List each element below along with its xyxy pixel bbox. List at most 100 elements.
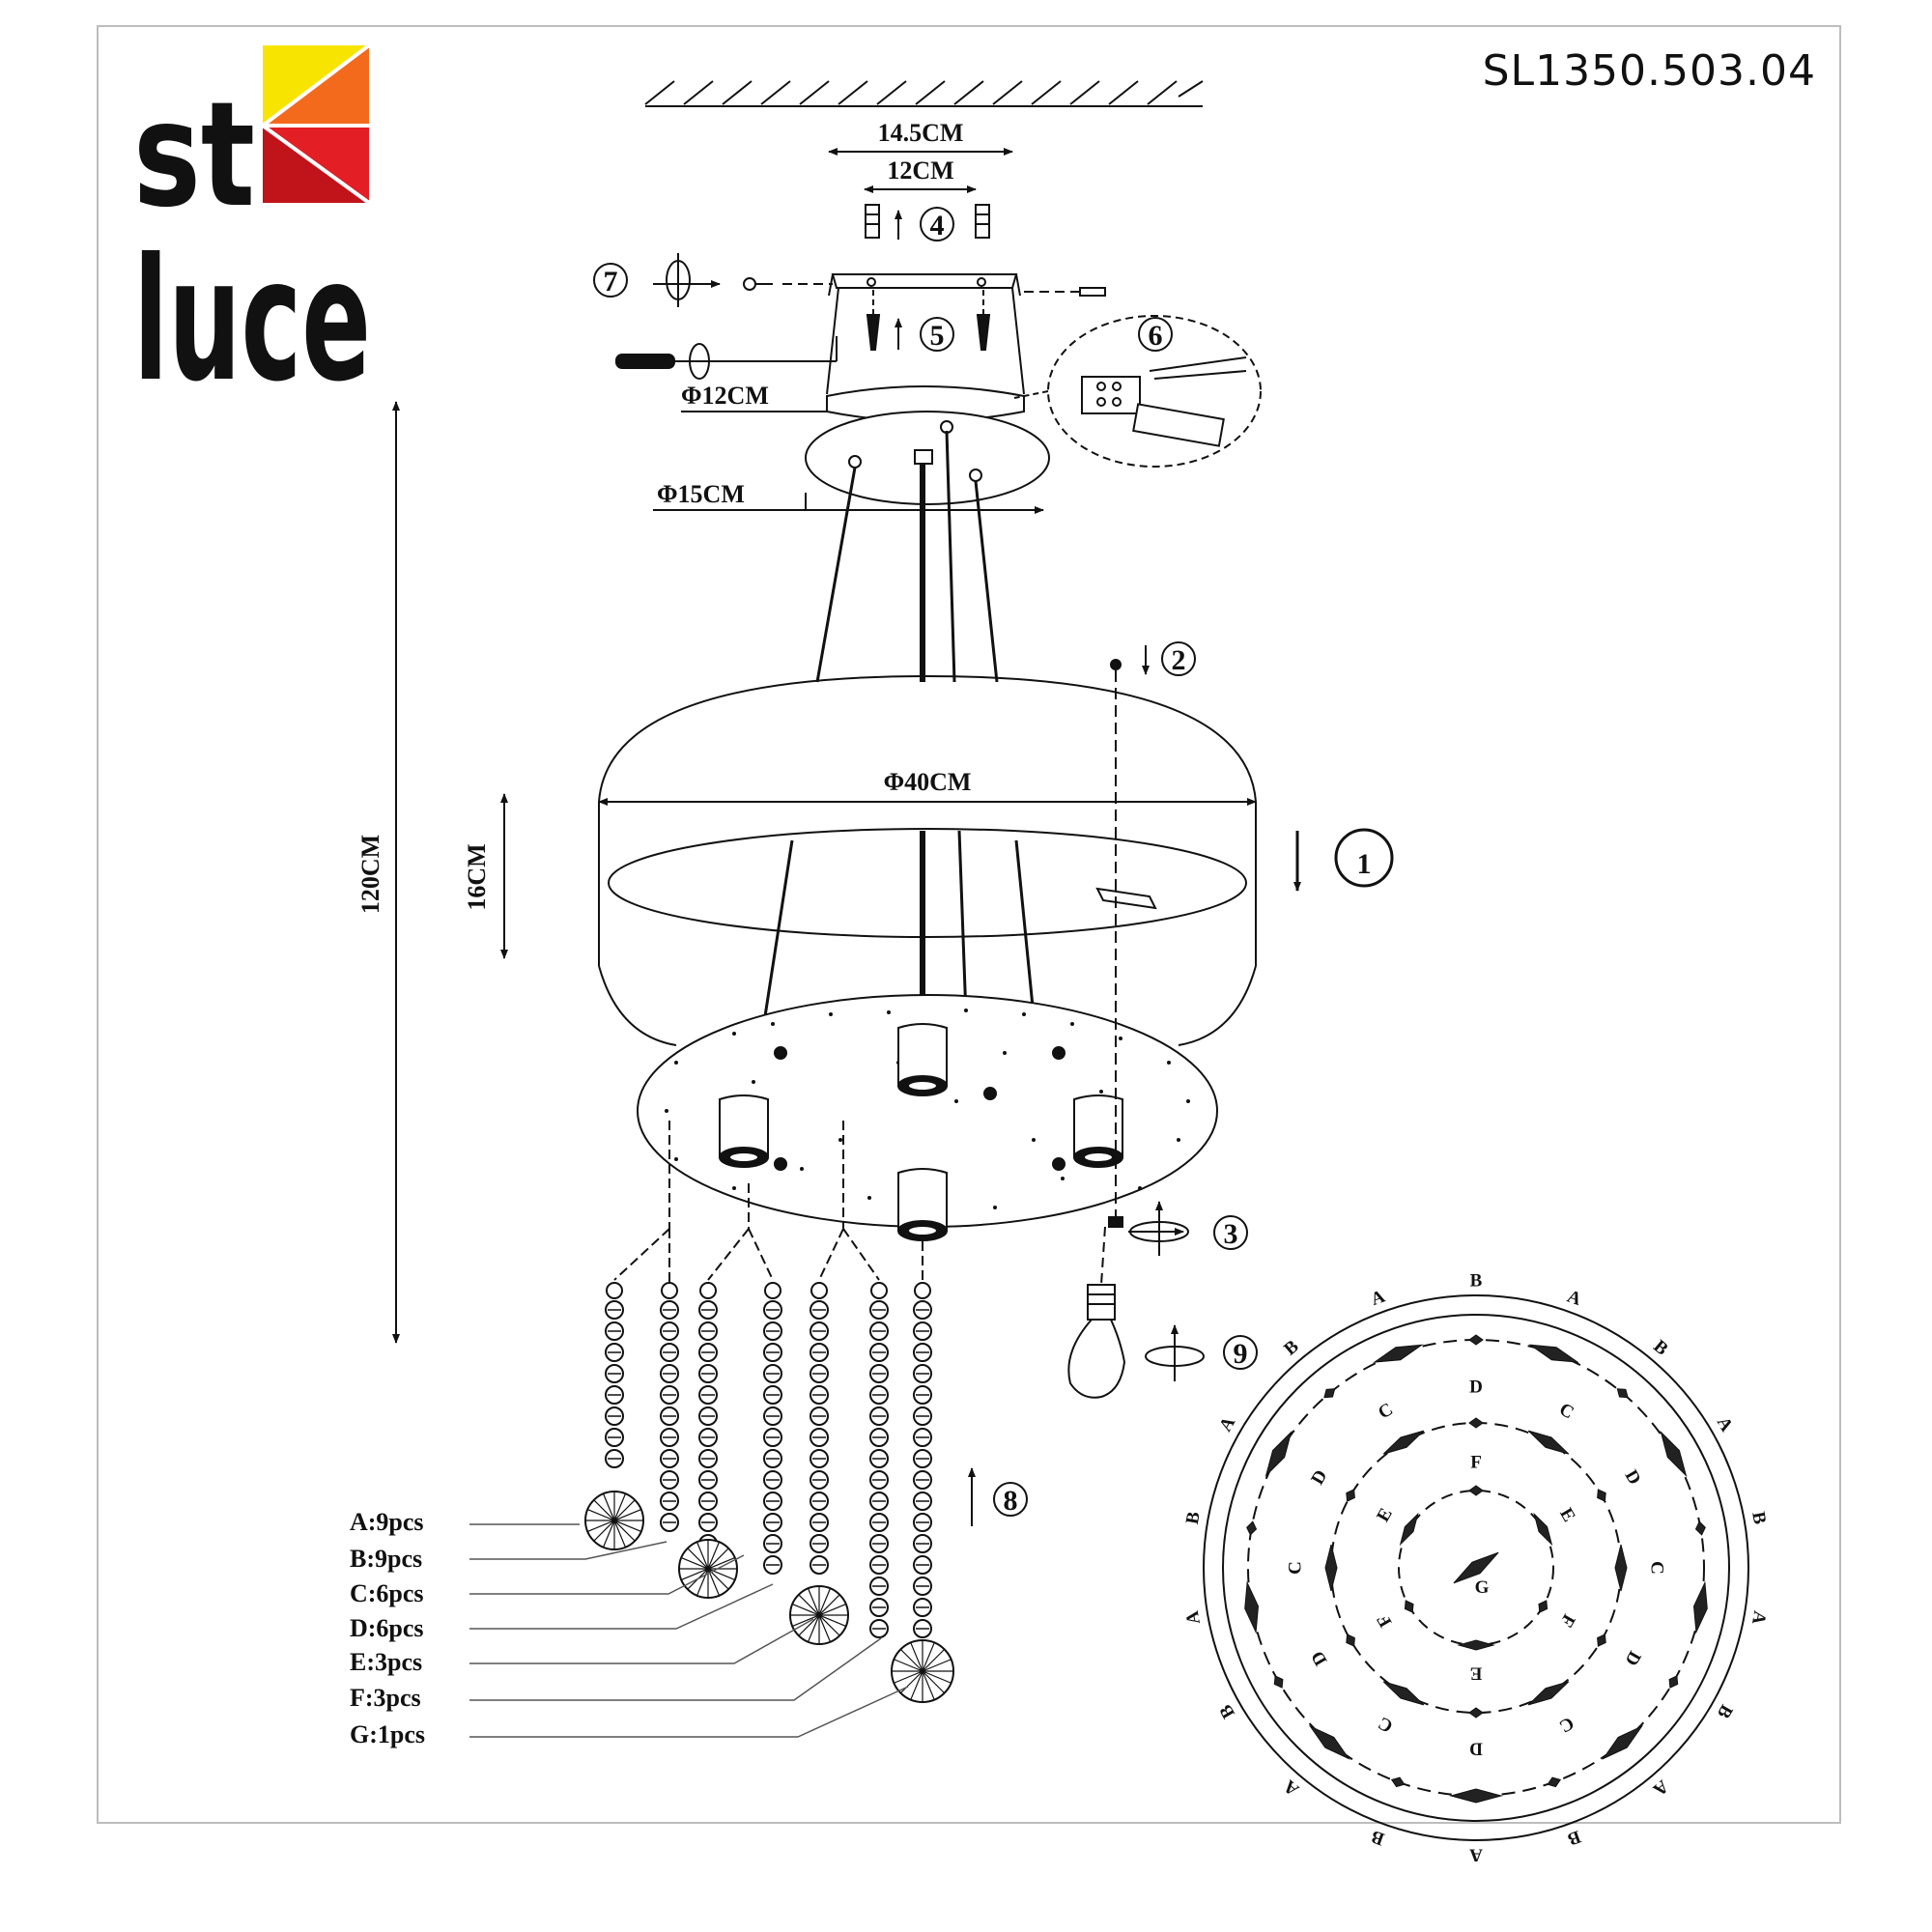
ring-center-letter: G <box>1475 1577 1490 1598</box>
svg-text:8: 8 <box>1004 1485 1018 1517</box>
side-screws <box>653 277 1106 297</box>
step-markers: 1 2 3 4 5 6 7 8 9 <box>593 207 1394 1517</box>
top-view-crystal <box>1694 1520 1706 1536</box>
screwdriver-icon <box>615 336 838 380</box>
parts-list: A:9pcs B:9pcs C:6pcs D:6pcs E:3pcs F:3pc… <box>350 1508 425 1748</box>
top-view-crystal <box>1346 1489 1355 1502</box>
ring-letter: E <box>1555 1505 1579 1525</box>
ring-letter: C <box>1555 1713 1577 1737</box>
step-6: 6 <box>1138 317 1173 352</box>
svg-text:4: 4 <box>930 210 945 242</box>
step-2: 2 <box>1161 641 1196 676</box>
bulb-holder <box>1073 1094 1123 1168</box>
ring-letter: A <box>1182 1609 1205 1626</box>
ring-letter: C <box>1375 1713 1396 1737</box>
top-view-crystal <box>1382 1681 1425 1706</box>
canopy <box>805 411 1050 505</box>
brand-logo-bottom: luce <box>133 223 371 419</box>
strand-hook <box>870 1282 888 1299</box>
ring-letter: D <box>1621 1466 1645 1488</box>
screw-2 <box>1110 659 1122 1227</box>
top-view-crystal <box>1527 1430 1570 1455</box>
mounting-bracket <box>828 273 1021 297</box>
ring-letter: A <box>1565 1287 1584 1311</box>
ring-letter: D <box>1307 1466 1331 1488</box>
svg-text:9: 9 <box>1234 1338 1248 1370</box>
plate-holes <box>774 1046 1065 1171</box>
strand-hook <box>661 1282 678 1299</box>
ring-letter: C <box>1375 1399 1396 1423</box>
ring-letter: F <box>1555 1610 1578 1631</box>
crystal-strand <box>763 1282 782 1575</box>
top-view-crystal <box>1597 1634 1606 1647</box>
plate-dots <box>665 1009 1190 1209</box>
ring-letter: B <box>1649 1336 1671 1359</box>
top-view-crystal <box>1382 1430 1425 1455</box>
top-view-crystal <box>1323 1388 1336 1399</box>
lamp-shade <box>598 674 1257 1046</box>
part-label-e: E:3pcs <box>350 1648 422 1676</box>
candle-bulb <box>1067 1226 1126 1399</box>
model-number: SL1350.503.04 <box>1482 46 1816 96</box>
top-view-crystal <box>1449 1788 1503 1804</box>
ring-letter: B <box>1280 1336 1302 1359</box>
step-7: 7 <box>593 263 628 298</box>
pendant-facet <box>587 1508 641 1533</box>
top-view-crystal <box>1538 1600 1548 1613</box>
crystal-strand <box>789 1282 849 1645</box>
terminal-block-detail <box>1013 315 1262 468</box>
strand-hook <box>699 1282 717 1299</box>
crystal-strand <box>869 1282 889 1638</box>
svg-text:1: 1 <box>1357 848 1372 880</box>
top-view-crystal <box>1616 1388 1629 1399</box>
top-view-crystal <box>1597 1489 1606 1502</box>
ring-letter: F <box>1374 1610 1397 1631</box>
ring-letter: A <box>1368 1287 1387 1311</box>
svg-text:5: 5 <box>930 320 945 352</box>
ring-letter: C <box>1555 1399 1577 1423</box>
step-8: 8 <box>993 1482 1028 1517</box>
ring-letter: E <box>1470 1663 1483 1684</box>
drawing-frame <box>97 25 1841 1824</box>
svg-text:2: 2 <box>1172 644 1186 676</box>
parts-leaders <box>469 1523 909 1738</box>
dim-shade-diameter: Φ40CM <box>884 768 972 796</box>
nut-3 <box>1108 1201 1189 1256</box>
top-view-crystal <box>1614 1544 1628 1592</box>
ring-letter: B <box>1747 1510 1770 1525</box>
step-4: 4 <box>920 207 954 242</box>
ring-letter: D <box>1469 1377 1483 1397</box>
brand-logo: st luce <box>133 43 371 419</box>
ring-letter: B <box>1182 1510 1205 1525</box>
top-view-crystal <box>1468 1417 1484 1429</box>
top-view-crystal <box>1246 1520 1258 1536</box>
step-5: 5 <box>920 317 954 352</box>
top-view-crystal <box>1668 1675 1679 1689</box>
ring-letter: B <box>1215 1701 1239 1722</box>
strand-hook <box>764 1282 781 1299</box>
top-view-crystal <box>1547 1776 1562 1788</box>
ring-letter: D <box>1469 1739 1483 1759</box>
crystal-strands <box>584 1282 954 1703</box>
top-view-crystal <box>1390 1776 1406 1788</box>
top-view-crystal <box>1527 1681 1570 1706</box>
top-view-crystal <box>1244 1580 1260 1634</box>
crystal-strand <box>584 1282 644 1550</box>
svg-text:7: 7 <box>604 266 618 298</box>
ring-letter: B <box>1713 1701 1737 1722</box>
top-view-crystal <box>1264 1430 1293 1478</box>
ring-letter: A <box>1469 1845 1483 1865</box>
ring-letter: A <box>1747 1609 1770 1626</box>
svg-text:6: 6 <box>1149 320 1163 352</box>
top-view-crystal <box>1404 1600 1414 1613</box>
strand-hook <box>606 1282 623 1299</box>
top-view-crystal <box>1528 1344 1579 1363</box>
top-view-crystal <box>1660 1430 1688 1478</box>
dim-total-height: 120CM <box>356 835 384 914</box>
ring-letter: F <box>1470 1452 1482 1472</box>
top-view-crystal <box>1273 1675 1284 1689</box>
ring-letter: A <box>1649 1776 1672 1800</box>
bulb-holder <box>897 1168 948 1241</box>
part-label-c: C:6pcs <box>350 1579 424 1607</box>
